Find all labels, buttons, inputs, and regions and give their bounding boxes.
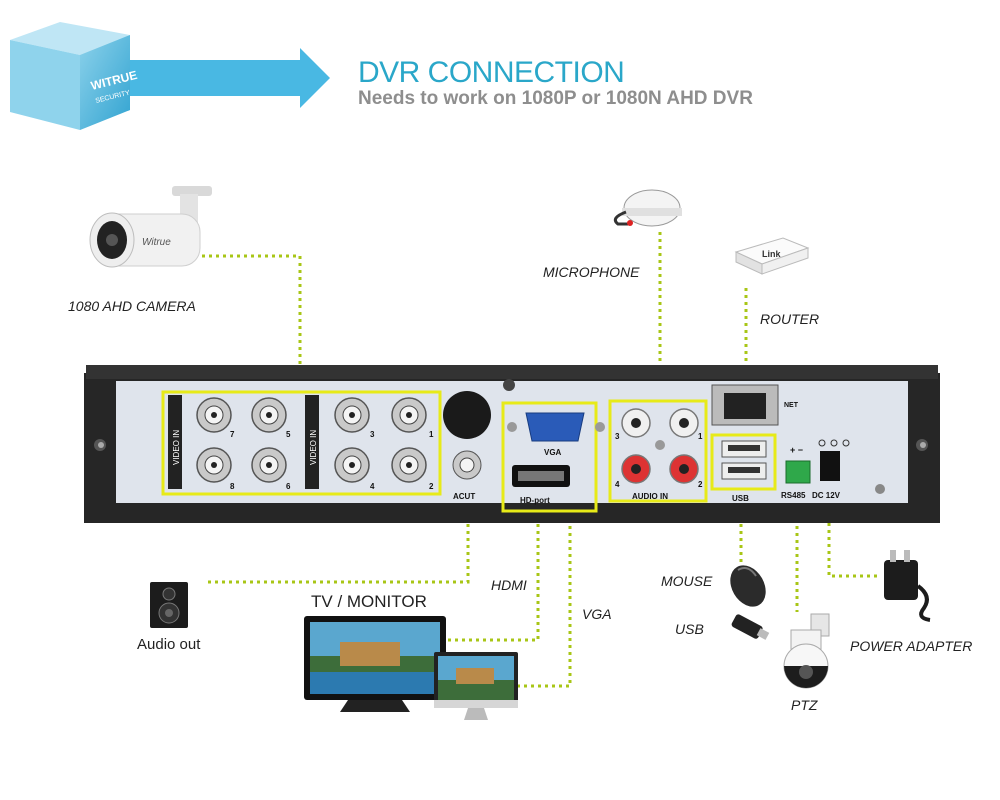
dc12v-label: DC 12V [812,491,841,500]
audio-ch-3: 3 [615,432,620,441]
ch-3: 3 [370,430,375,439]
usb-port-label: USB [732,494,749,503]
mouse-icon [730,565,766,607]
ch-8: 8 [230,482,235,491]
hdmi-label: HDMI [491,577,527,593]
ch-4: 4 [370,482,375,491]
power-adapter-label: POWER ADAPTER [850,638,973,654]
dvr-back-panel: VIDEO IN VIDEO IN 7 5 3 1 8 6 4 2 ACUT V… [84,365,940,523]
brand-logo: WITRUE SECURITY [10,22,330,130]
microphone-icon [613,189,682,227]
usb-stick-icon [731,614,770,640]
hdmi-line [445,510,540,642]
audio-in-label: AUDIO IN [632,492,668,501]
vga-port-label: VGA [544,448,562,457]
camera-label: 1080 AHD CAMERA [68,298,196,314]
mouse-label: MOUSE [661,573,713,589]
hd-port-label: HD-port [520,496,550,505]
audio-ch-1: 1 [698,432,703,441]
tv-monitor-label: TV / MONITOR [311,592,427,611]
ch-2: 2 [429,482,434,491]
ptz-camera-icon [783,613,830,689]
audio-ch-4: 4 [615,480,620,489]
speaker-icon [150,582,188,628]
audio-ch-2: 2 [698,480,703,489]
router-brand: Link [762,249,781,259]
audio-out-line [208,505,470,584]
power-line [827,495,880,578]
ptz-label: PTZ [791,697,818,713]
usb-label: USB [675,621,704,637]
video-in-label-right: VIDEO IN [309,430,318,465]
vga-label: VGA [582,606,612,622]
power-adapter-icon [884,550,931,622]
video-in-label-left: VIDEO IN [172,430,181,465]
camera-icon: Witrue [89,186,212,268]
net-label: NET [784,402,799,409]
camera-line [195,254,302,390]
ch-1: 1 [429,430,434,439]
acut-label: ACUT [453,492,475,501]
tv-icon [304,616,446,712]
page-title: DVR CONNECTION [358,56,625,89]
camera-brand: Witrue [142,237,171,248]
vga-line [514,463,572,688]
router-icon: Link [734,237,810,275]
ch-5: 5 [286,430,291,439]
audio-out-label: Audio out [137,636,201,653]
router-label: ROUTER [760,311,820,327]
rs485-label: RS485 [781,491,806,500]
rs485-polarity: + − [790,445,803,455]
ch-7: 7 [230,430,235,439]
monitor-icon [434,652,518,720]
ch-6: 6 [286,482,291,491]
page-subtitle: Needs to work on 1080P or 1080N AHD DVR [358,88,753,109]
microphone-label: MICROPHONE [543,264,640,280]
